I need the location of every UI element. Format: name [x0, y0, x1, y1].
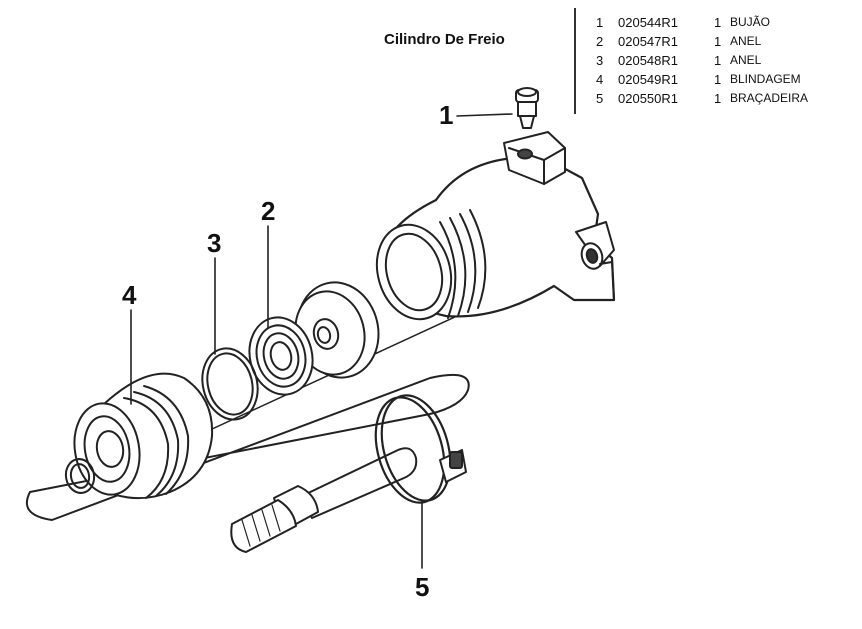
diagram-title: Cilindro De Freio [384, 31, 505, 48]
part-quantity: 1 [714, 91, 722, 106]
part-code: 020547R1 [618, 34, 678, 49]
part-number: 5 [596, 91, 604, 106]
shield-part-4 [64, 372, 214, 500]
parts-list: 1 020544R1 1 BUJÃO 2 020547R1 1 ANEL 3 0… [596, 13, 808, 108]
parts-list-row: 3 020548R1 1 ANEL [596, 51, 808, 70]
part-description: BUJÃO [730, 15, 771, 29]
part-quantity: 1 [714, 15, 722, 30]
grease-fitting [515, 87, 539, 129]
part-quantity: 1 [714, 53, 722, 68]
parts-list-row: 1 020544R1 1 BUJÃO [596, 13, 808, 32]
callout-4: 4 [122, 280, 137, 310]
parts-list-row: 4 020549R1 1 BLINDAGEM [596, 70, 808, 89]
part-number: 2 [596, 34, 604, 49]
part-code: 020548R1 [618, 53, 678, 68]
cylinder-body [375, 131, 616, 321]
callout-2: 2 [261, 196, 275, 226]
parts-list-row: 5 020550R1 1 BRAÇADEIRA [596, 89, 808, 108]
part-number: 3 [596, 53, 604, 68]
table-divider [574, 8, 576, 114]
ring-part-2 [248, 316, 314, 396]
part-number: 4 [596, 72, 604, 87]
part-description: ANEL [730, 34, 762, 48]
part-description: BLINDAGEM [730, 72, 801, 86]
callout-1: 1 [439, 100, 453, 130]
part-description: ANEL [730, 53, 762, 67]
part-quantity: 1 [714, 34, 722, 49]
parts-list-row: 2 020547R1 1 ANEL [596, 32, 808, 51]
part-number: 1 [596, 15, 604, 30]
callout-3: 3 [207, 228, 221, 258]
boot-tube-outline [25, 374, 470, 521]
part-description: BRAÇADEIRA [730, 91, 809, 105]
part-code: 020550R1 [618, 91, 678, 106]
hose-clamp-part-5 [374, 394, 467, 504]
o-ring-part-3 [201, 347, 259, 421]
part-code: 020544R1 [618, 15, 678, 30]
part-quantity: 1 [714, 72, 722, 87]
part-code: 020549R1 [618, 72, 678, 87]
callout-line-1 [456, 113, 513, 117]
callout-5: 5 [415, 572, 429, 602]
